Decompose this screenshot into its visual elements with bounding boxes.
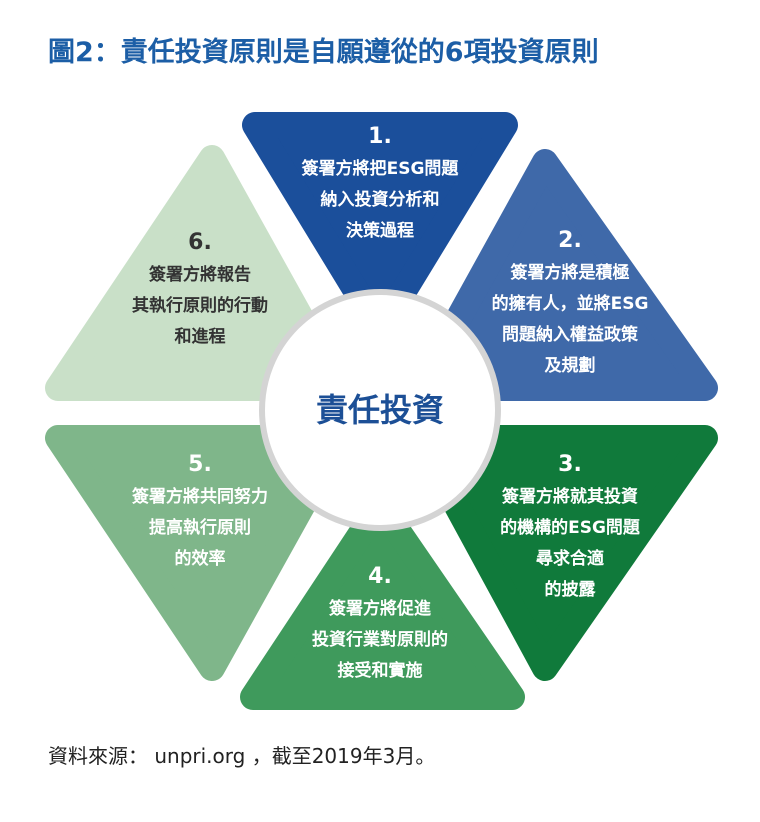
segment-number: 5.: [188, 452, 212, 477]
segment-line: 接受和實施: [337, 661, 423, 681]
segment-line: 簽署方將就其投資: [502, 487, 638, 507]
segment-6-shape: [45, 145, 353, 401]
source-note: 資料來源： unpri.org ，截至2019年3月。: [48, 744, 436, 768]
segment-line: 及規劃: [544, 356, 596, 376]
segment-line: 簽署方將把ESG問題: [301, 159, 459, 179]
segment-5-shape: [45, 425, 353, 681]
segment-3-text: 3. 簽署方將就其投資 的機構的ESG問題 尋求合適 的披露: [455, 448, 685, 606]
figure-title: 圖2：責任投資原則是自願遵從的6項投資原則: [48, 37, 599, 68]
segment-line: 決策過程: [346, 221, 414, 241]
segment-2-shape: [407, 149, 718, 401]
segment-1-shape: [242, 112, 518, 343]
segment-line: 的披露: [544, 580, 596, 600]
segment-line: 簽署方將報告: [149, 265, 251, 285]
segment-number: 3.: [558, 452, 582, 477]
segment-line: 納入投資分析和: [320, 190, 440, 210]
segment-line: 其執行原則的行動: [132, 296, 268, 316]
segment-line: 尋求合適: [536, 549, 604, 569]
segment-3-shape: [407, 425, 718, 681]
segment-number: 6.: [188, 230, 212, 255]
segment-line: 投資行業對原則的: [312, 630, 448, 650]
segment-4-text: 4. 簽署方將促進 投資行業對原則的 接受和實施: [265, 560, 495, 687]
center-label: 責任投資: [315, 391, 444, 429]
segment-1-text: 1. 簽署方將把ESG問題 納入投資分析和 決策過程: [265, 120, 495, 247]
segment-5-text: 5. 簽署方將共同努力 提高執行原則 的效率: [85, 448, 315, 575]
segment-line: 和進程: [174, 327, 226, 347]
segment-number: 4.: [368, 564, 392, 589]
segment-line: 的擁有人，並將ESG: [491, 294, 649, 314]
segment-line: 的機構的ESG問題: [500, 518, 640, 538]
segment-line: 的效率: [174, 549, 226, 569]
segment-line: 簽署方將共同努力: [132, 487, 268, 507]
segment-2-text: 2. 簽署方將是積極 的擁有人，並將ESG 問題納入權益政策 及規劃: [455, 224, 685, 382]
segment-4-shape: [240, 492, 525, 710]
segment-line: 簽署方將促進: [329, 599, 431, 619]
segment-6-text: 6. 簽署方將報告 其執行原則的行動 和進程: [85, 226, 315, 353]
segment-line: 提高執行原則: [149, 518, 251, 538]
segment-number: 2.: [558, 228, 582, 253]
segment-line: 問題納入權益政策: [502, 325, 638, 345]
segment-number: 1.: [368, 124, 392, 149]
center-circle: [259, 289, 501, 531]
segment-line: 簽署方將是積極: [510, 263, 630, 283]
